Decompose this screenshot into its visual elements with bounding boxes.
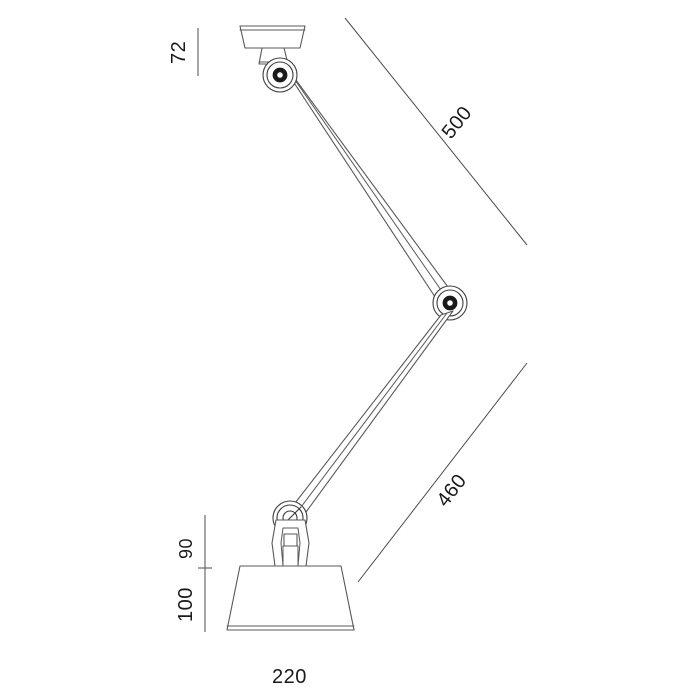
dim-90-label: 90: [176, 538, 196, 559]
ceiling-mount-plate: [239, 25, 306, 49]
dim-460-label: 460: [433, 470, 472, 511]
dim-220-label: 220: [272, 666, 307, 688]
dimension-annotations: 72 500 460 90 100 220: [168, 17, 528, 688]
socket-collar: [283, 533, 298, 547]
upper-arm-inner-edge: [287, 69, 451, 304]
lamp-shade: [226, 565, 355, 631]
lamp-assembly: [226, 25, 468, 631]
lower-arm-inner-edge: [291, 312, 448, 520]
dim-500-label: 500: [438, 102, 477, 143]
elbow-pivot-joint: [432, 285, 468, 321]
dim-72-label: 72: [168, 41, 190, 64]
dim-100-label: 100: [175, 587, 197, 622]
dim-500-line: [344, 17, 528, 246]
dim-460-line: [357, 362, 528, 583]
top-pivot-joint: [262, 57, 298, 93]
